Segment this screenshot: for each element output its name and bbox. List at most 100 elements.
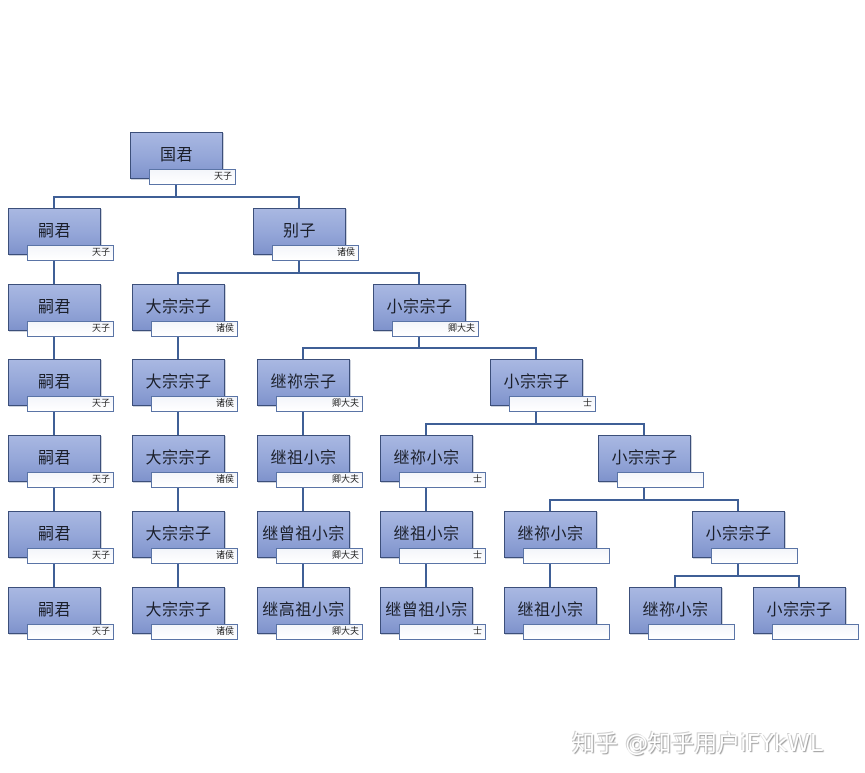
connector-line <box>737 500 739 511</box>
connector-line <box>177 406 179 435</box>
org-node-n11[interactable]: 嗣君 天子 <box>8 435 114 488</box>
org-node-n4[interactable]: 嗣君 天子 <box>8 284 114 337</box>
org-node-n27[interactable]: 继祢小宗 <box>629 587 735 640</box>
node-rank-label <box>648 624 735 640</box>
node-title: 继祢小宗 <box>642 600 709 619</box>
watermark: 知乎 @知乎用户iFYkWL <box>572 731 823 757</box>
org-node-n8[interactable]: 大宗宗子 诸侯 <box>132 359 238 412</box>
node-title: 小宗宗子 <box>386 297 453 316</box>
connector-line <box>549 500 551 511</box>
node-rank-label: 天子 <box>27 548 114 564</box>
node-title: 继祖小宗 <box>517 600 584 619</box>
connector-line <box>549 558 551 587</box>
node-rank-label: 士 <box>399 548 486 564</box>
org-node-n22[interactable]: 嗣君 天子 <box>8 587 114 640</box>
node-rank-label: 士 <box>399 472 486 488</box>
org-node-n1[interactable]: 国君 天子 <box>130 132 236 185</box>
org-node-n6[interactable]: 小宗宗子 卿大夫 <box>373 284 479 337</box>
org-node-n19[interactable]: 继祖小宗 士 <box>380 511 486 564</box>
node-title: 继祢小宗 <box>393 448 460 467</box>
node-title: 别子 <box>282 221 316 240</box>
connector-line <box>53 406 55 435</box>
connector-line <box>643 424 645 435</box>
node-title: 大宗宗子 <box>145 600 212 619</box>
node-title: 大宗宗子 <box>145 448 212 467</box>
node-title: 国君 <box>159 145 193 164</box>
node-rank-label: 诸侯 <box>151 472 238 488</box>
org-node-n21[interactable]: 小宗宗子 <box>692 511 798 564</box>
node-rank-label: 天子 <box>27 472 114 488</box>
node-title: 继祖小宗 <box>270 448 337 467</box>
node-title: 小宗宗子 <box>503 372 570 391</box>
org-node-n9[interactable]: 继祢宗子 卿大夫 <box>257 359 363 412</box>
node-rank-label <box>617 472 704 488</box>
node-title: 嗣君 <box>37 448 71 467</box>
org-node-n23[interactable]: 大宗宗子 诸侯 <box>132 587 238 640</box>
org-node-n18[interactable]: 继曾祖小宗 卿大夫 <box>257 511 363 564</box>
node-rank-label: 诸侯 <box>272 245 359 261</box>
org-node-n28[interactable]: 小宗宗子 <box>753 587 859 640</box>
node-rank-label: 士 <box>399 624 486 640</box>
node-rank-label: 诸侯 <box>151 548 238 564</box>
node-rank-label: 卿大夫 <box>392 321 479 337</box>
node-rank-label: 卿大夫 <box>276 548 363 564</box>
node-box <box>598 435 691 482</box>
org-node-n3[interactable]: 别子 诸侯 <box>253 208 359 261</box>
org-node-n13[interactable]: 继祖小宗 卿大夫 <box>257 435 363 488</box>
node-rank-label: 卿大夫 <box>276 472 363 488</box>
connector-line <box>53 482 55 511</box>
node-rank-label: 诸侯 <box>151 396 238 412</box>
org-node-n7[interactable]: 嗣君 天子 <box>8 359 114 412</box>
connector-line <box>302 348 304 359</box>
connector-line <box>418 273 420 284</box>
org-node-n24[interactable]: 继高祖小宗 卿大夫 <box>257 587 363 640</box>
connector-line <box>425 424 427 435</box>
node-rank-label <box>523 624 610 640</box>
node-title: 嗣君 <box>37 600 71 619</box>
node-title: 大宗宗子 <box>145 524 212 543</box>
org-node-n26[interactable]: 继祖小宗 <box>504 587 610 640</box>
connector-line <box>549 499 739 501</box>
connector-line <box>674 575 800 577</box>
org-node-n14[interactable]: 继祢小宗 士 <box>380 435 486 488</box>
org-node-n17[interactable]: 大宗宗子 诸侯 <box>132 511 238 564</box>
node-title: 大宗宗子 <box>145 297 212 316</box>
connector-line <box>425 423 645 425</box>
org-node-n15[interactable]: 小宗宗子 <box>598 435 704 488</box>
node-rank-label: 卿大夫 <box>276 624 363 640</box>
connector-line <box>177 558 179 587</box>
org-node-n16[interactable]: 嗣君 天子 <box>8 511 114 564</box>
org-node-n10[interactable]: 小宗宗子 士 <box>490 359 596 412</box>
connector-line <box>53 255 55 284</box>
node-title: 小宗宗子 <box>705 524 772 543</box>
node-rank-label: 士 <box>509 396 596 412</box>
connector-line <box>425 558 427 587</box>
connector-line <box>535 406 537 424</box>
org-node-n20[interactable]: 继祢小宗 <box>504 511 610 564</box>
node-rank-label <box>711 548 798 564</box>
node-title: 继高祖小宗 <box>262 600 345 619</box>
connector-line <box>177 331 179 359</box>
org-node-n25[interactable]: 继曾祖小宗 士 <box>380 587 486 640</box>
connector-line <box>674 576 676 587</box>
connector-line <box>53 331 55 359</box>
node-rank-label: 卿大夫 <box>276 396 363 412</box>
org-node-n2[interactable]: 嗣君 天子 <box>8 208 114 261</box>
node-title: 嗣君 <box>37 221 71 240</box>
connector-line <box>302 406 304 435</box>
node-rank-label: 天子 <box>27 245 114 261</box>
node-title: 嗣君 <box>37 372 71 391</box>
connector-line <box>425 482 427 511</box>
org-node-n12[interactable]: 大宗宗子 诸侯 <box>132 435 238 488</box>
org-node-n5[interactable]: 大宗宗子 诸侯 <box>132 284 238 337</box>
connector-line <box>177 482 179 511</box>
node-rank-label: 天子 <box>27 321 114 337</box>
node-title: 继祖小宗 <box>393 524 460 543</box>
connector-line <box>298 255 300 273</box>
node-rank-label <box>772 624 859 640</box>
connector-line <box>302 347 537 349</box>
node-rank-label: 诸侯 <box>151 321 238 337</box>
node-title: 继曾祖小宗 <box>385 600 468 619</box>
connector-line <box>535 348 537 359</box>
node-title: 继曾祖小宗 <box>262 524 345 543</box>
